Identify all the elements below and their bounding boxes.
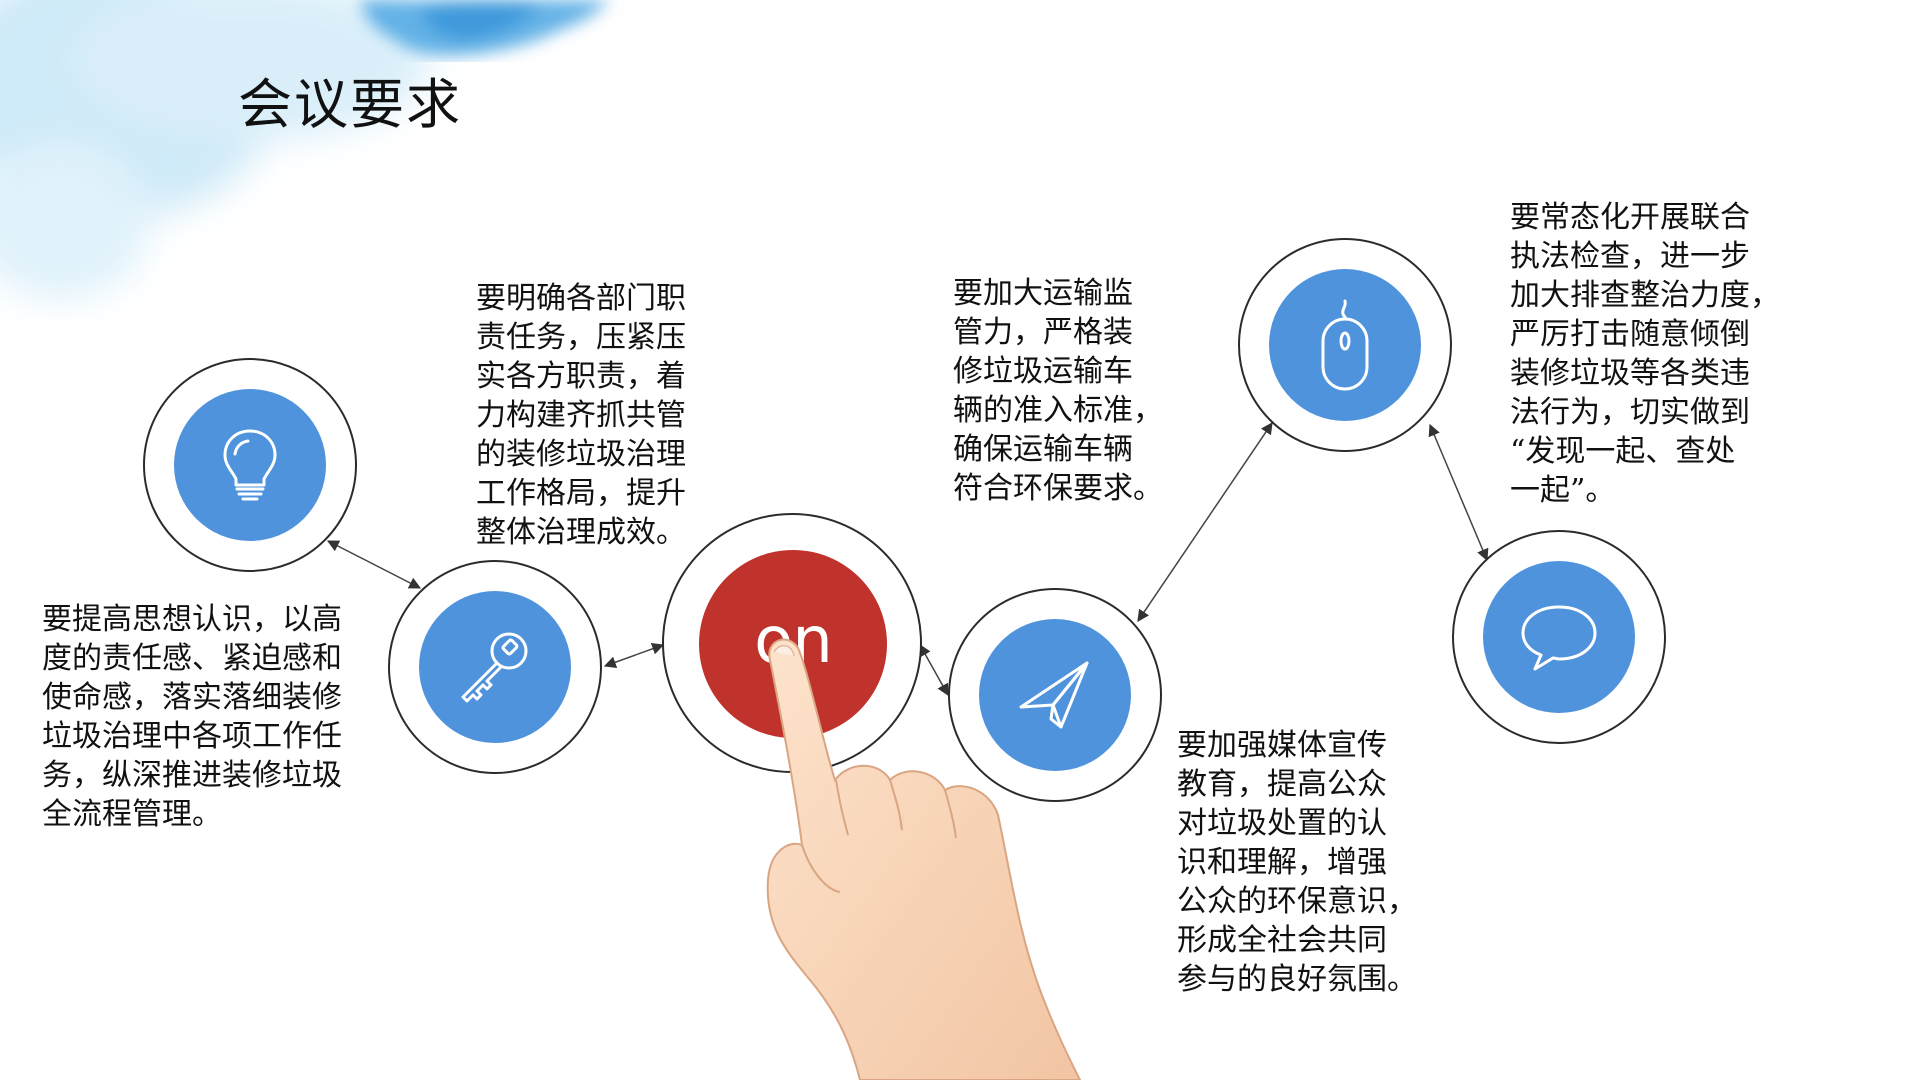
pointing-hand-image [766,638,1082,1080]
mouse-node[interactable] [1238,238,1452,452]
lightbulb-icon [223,429,277,501]
paper-plane-node[interactable] [948,588,1162,802]
connector-5 [1428,423,1489,562]
paper-plane-icon [1019,661,1089,729]
connector-2 [603,643,665,668]
item-4-text: 要加强媒体宣传 教育，提高公众 对垃圾处置的认 识和理解，增强 公众的环保意识，… [1177,728,1417,997]
speech-bubble-icon [1521,605,1597,671]
lightbulb-node[interactable] [143,358,357,572]
item-1-text: 要提高思想认识，以高 度的责任感、紧迫感和 使命感，落实落细装修 垃圾治理中各项… [42,602,342,832]
item-3-text: 要加大运输监 管力，严格装 修垃圾运输车 辆的准入标准， 确保运输车辆 符合环保… [953,276,1163,506]
connector-3 [919,643,949,697]
slide-title: 会议要求 [238,73,462,136]
watercolor-decoration [0,0,610,300]
mouse-icon [1321,299,1369,391]
item-5-text: 要常态化开展联合 执法检查，进一步 加大排查整治力度， 严厉打击随意倾倒 装修垃… [1510,200,1780,508]
connector-4 [1137,422,1273,622]
key-icon [461,632,528,703]
speech-bubble-node[interactable] [1452,530,1666,744]
key-node[interactable] [388,560,602,774]
item-2-text: 要明确各部门职 责任务，压紧压 实各方职责，着 力构建齐抓共管 的装修垃圾治理 … [476,281,686,550]
connector-1 [326,540,422,589]
